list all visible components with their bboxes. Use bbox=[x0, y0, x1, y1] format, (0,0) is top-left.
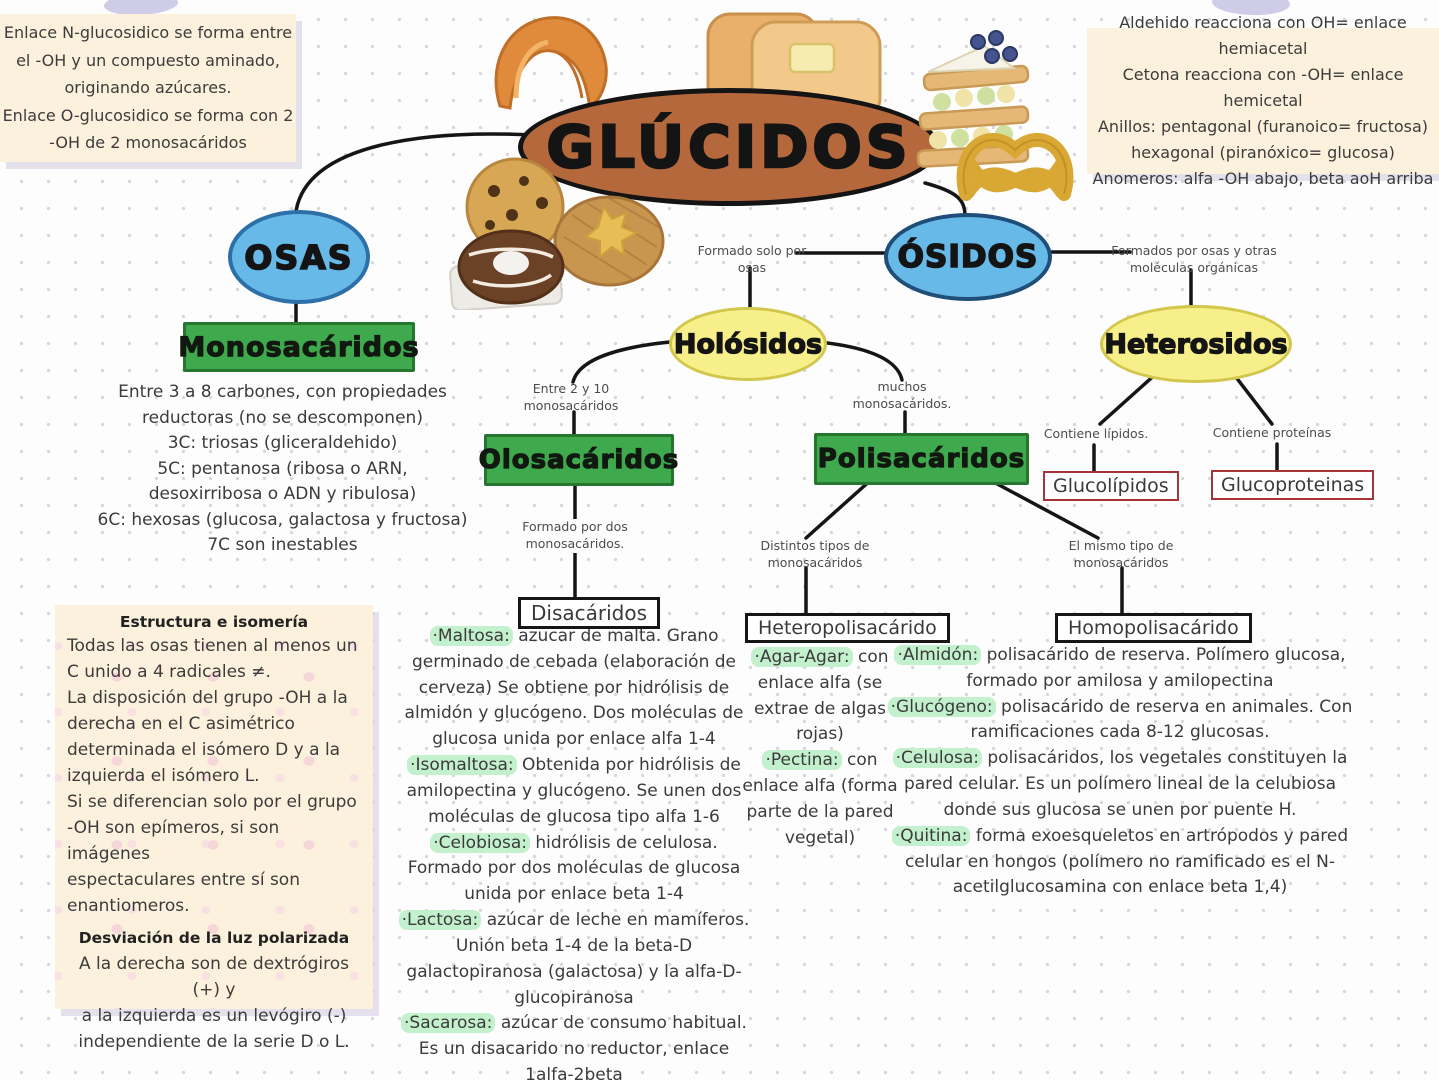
pancakes-illustration bbox=[553, 195, 665, 287]
term-highlight: ·Almidón: bbox=[894, 645, 982, 665]
box-olosacaridos: Olosacáridos bbox=[478, 434, 679, 486]
disacaridos-entry: ·Isomaltosa: Obtenida por hidrólisis de … bbox=[398, 753, 750, 830]
entry-text: Obtenida por hidrólisis de amilopectina … bbox=[406, 755, 742, 827]
polisacaridos-label: Polisacáridos bbox=[817, 443, 1026, 474]
term-highlight: ·Maltosa: bbox=[429, 626, 513, 646]
edge-label-formado-dos: Formado por dos monosacáridos. bbox=[519, 519, 631, 553]
holosidos-label: Holósidos bbox=[673, 328, 823, 360]
glucoproteinas-label: Glucoproteinas bbox=[1221, 474, 1365, 496]
disacaridos-column: ·Maltosa: azucar de malta. Grano germina… bbox=[398, 624, 750, 1080]
heteropolisacarido-label: Heteropolisacárido bbox=[758, 617, 937, 639]
edge-label-entre-2-10: Entre 2 y 10 monosacáridos bbox=[523, 381, 619, 413]
osas-label: OSAS bbox=[244, 237, 354, 278]
entry-text: hidrólisis de celulosa. Formado por dos … bbox=[407, 832, 741, 905]
term-highlight: ·Celobiosa: bbox=[430, 832, 530, 853]
box-homopolisacarido: Homopolisacárido bbox=[1055, 613, 1252, 643]
edge-label-contiene-lipidos: Contiene lípidos. bbox=[1043, 426, 1149, 441]
osidos-label: ÓSIDOS bbox=[897, 238, 1039, 276]
toast-illustration bbox=[706, 12, 882, 122]
heteropolisacarido-column: ·Agar-Agar: con enlace alfa (se extrae d… bbox=[738, 645, 902, 852]
homopoli-entry: ·Quitina: forma exoesqueletos en artrópo… bbox=[885, 824, 1355, 901]
monosacaridos-description: Entre 3 a 8 carbones, con propiedades re… bbox=[97, 382, 468, 555]
isomeria-body: Todas las osas tienen al menos un C unid… bbox=[67, 636, 358, 916]
homopolisacarido-label: Homopolisacárido bbox=[1068, 617, 1239, 639]
box-glucolipidos: Glucolípidos bbox=[1043, 471, 1179, 501]
term-highlight: ·Celulosa: bbox=[892, 748, 982, 769]
note-top-right: Aldehido reacciona con OH= enlace hemiac… bbox=[1087, 13, 1439, 188]
node-heterosidos: Heterosidos bbox=[1100, 305, 1292, 383]
disacaridos-entry: ·Sacarosa: azúcar de consumo habitual. E… bbox=[398, 1011, 750, 1080]
homopoli-entry: ·Glucógeno: polisacárido de reserva en a… bbox=[885, 695, 1355, 747]
homopoli-entry: ·Celulosa: polisacáridos, los vegetales … bbox=[885, 746, 1355, 823]
note-top-right-text: Aldehido reacciona con OH= enlace hemiac… bbox=[1092, 13, 1434, 188]
monosacaridos-label: Monosacáridos bbox=[178, 331, 420, 363]
edge-label-mismo-tipo: El mismo tipo de monosacáridos bbox=[1068, 538, 1174, 570]
heterosidos-label: Heterosidos bbox=[1104, 328, 1289, 360]
luz-polarizada-body: A la derecha son de dextrógiros (+) y a … bbox=[78, 954, 350, 1052]
disacaridos-entry: ·Maltosa: azucar de malta. Grano germina… bbox=[398, 624, 750, 753]
heteropoli-entry: ·Pectina: con enlace alfa (forma parte d… bbox=[738, 748, 902, 851]
term-highlight: ·Agar-Agar: bbox=[751, 647, 853, 667]
term-highlight: ·Pectina: bbox=[762, 750, 842, 771]
entry-text: azucar de malta. Grano germinado de ceba… bbox=[404, 626, 744, 750]
luz-polarizada-title: Desviación de la luz polarizada bbox=[78, 929, 350, 947]
term-highlight: ·Isomaltosa: bbox=[407, 755, 517, 776]
entry-text: azúcar de leche en mamíferos. Unión beta… bbox=[406, 910, 750, 1008]
box-disacaridos: Disacáridos bbox=[518, 597, 661, 629]
edge-label-muchos: muchos monosacáridos. bbox=[852, 379, 952, 411]
entry-text: polisacárido de reserva. Polímero glucos… bbox=[966, 645, 1346, 691]
node-osidos: ÓSIDOS bbox=[884, 213, 1052, 301]
box-heteropolisacarido: Heteropolisacárido bbox=[745, 613, 950, 643]
edge-label-distintos-tipos: Distintos tipos de monosacáridos bbox=[760, 538, 870, 570]
entry-text: con enlace alfa (se extrae de algas roja… bbox=[753, 647, 889, 745]
entry-text: forma exoesqueletos en artrópodos y pare… bbox=[904, 825, 1349, 898]
heteropoli-entry: ·Agar-Agar: con enlace alfa (se extrae d… bbox=[738, 645, 902, 748]
donut-illustration bbox=[449, 229, 565, 310]
box-polisacaridos: Polisacáridos bbox=[814, 433, 1029, 485]
entry-text: polisacárido de reserva en animales. Con… bbox=[970, 696, 1353, 743]
disacaridos-label: Disacáridos bbox=[531, 601, 648, 625]
central-node-glucidos: GLÚCIDOS bbox=[518, 88, 940, 206]
node-osas: OSAS bbox=[228, 210, 370, 304]
entry-text: azúcar de consumo habitual. Es un disaca… bbox=[418, 1013, 747, 1080]
note-bottom-left: Estructura e isomería Todas las osas tie… bbox=[55, 605, 373, 1052]
edge-label-contiene-proteinas: Contiene proteínas bbox=[1212, 425, 1332, 440]
edge-label-formados-por: Formados por osas y otras moléculas orgá… bbox=[1111, 243, 1277, 275]
entry-text: polisacáridos, los vegetales constituyen… bbox=[903, 748, 1348, 820]
homopolisacarido-column: ·Almidón: polisacárido de reserva. Polím… bbox=[885, 643, 1355, 901]
term-highlight: ·Quitina: bbox=[891, 825, 971, 846]
disacaridos-entry: ·Lactosa: azúcar de leche en mamíferos. … bbox=[398, 908, 750, 1011]
box-glucoproteinas: Glucoproteinas bbox=[1211, 470, 1375, 500]
box-monosacaridos: Monosacáridos bbox=[178, 322, 419, 372]
olosacaridos-label: Olosacáridos bbox=[478, 444, 680, 475]
node-holosidos: Holósidos bbox=[669, 307, 827, 381]
homopoli-entry: ·Almidón: polisacárido de reserva. Polím… bbox=[885, 643, 1355, 695]
term-highlight: ·Glucógeno: bbox=[887, 696, 996, 717]
pretzel-illustration bbox=[956, 133, 1074, 201]
glucolipidos-label: Glucolípidos bbox=[1053, 475, 1169, 497]
term-highlight: ·Sacarosa: bbox=[401, 1013, 496, 1034]
entry-text: con enlace alfa (forma parte de la pared… bbox=[742, 750, 898, 848]
note-top-left-text: Enlace N-glucosidico se forma entre el -… bbox=[2, 23, 294, 153]
edge-label-formado-solo: Formado solo por osas bbox=[697, 243, 807, 275]
croissant-illustration bbox=[494, 16, 608, 111]
term-highlight: ·Lactosa: bbox=[398, 910, 482, 931]
isomeria-title: Estructura e isomería bbox=[119, 613, 309, 631]
note-top-left: Enlace N-glucosidico se forma entre el -… bbox=[0, 14, 296, 162]
disacaridos-entry: ·Celobiosa: hidrólisis de celulosa. Form… bbox=[398, 831, 750, 908]
glucidos-title: GLÚCIDOS bbox=[545, 112, 912, 183]
